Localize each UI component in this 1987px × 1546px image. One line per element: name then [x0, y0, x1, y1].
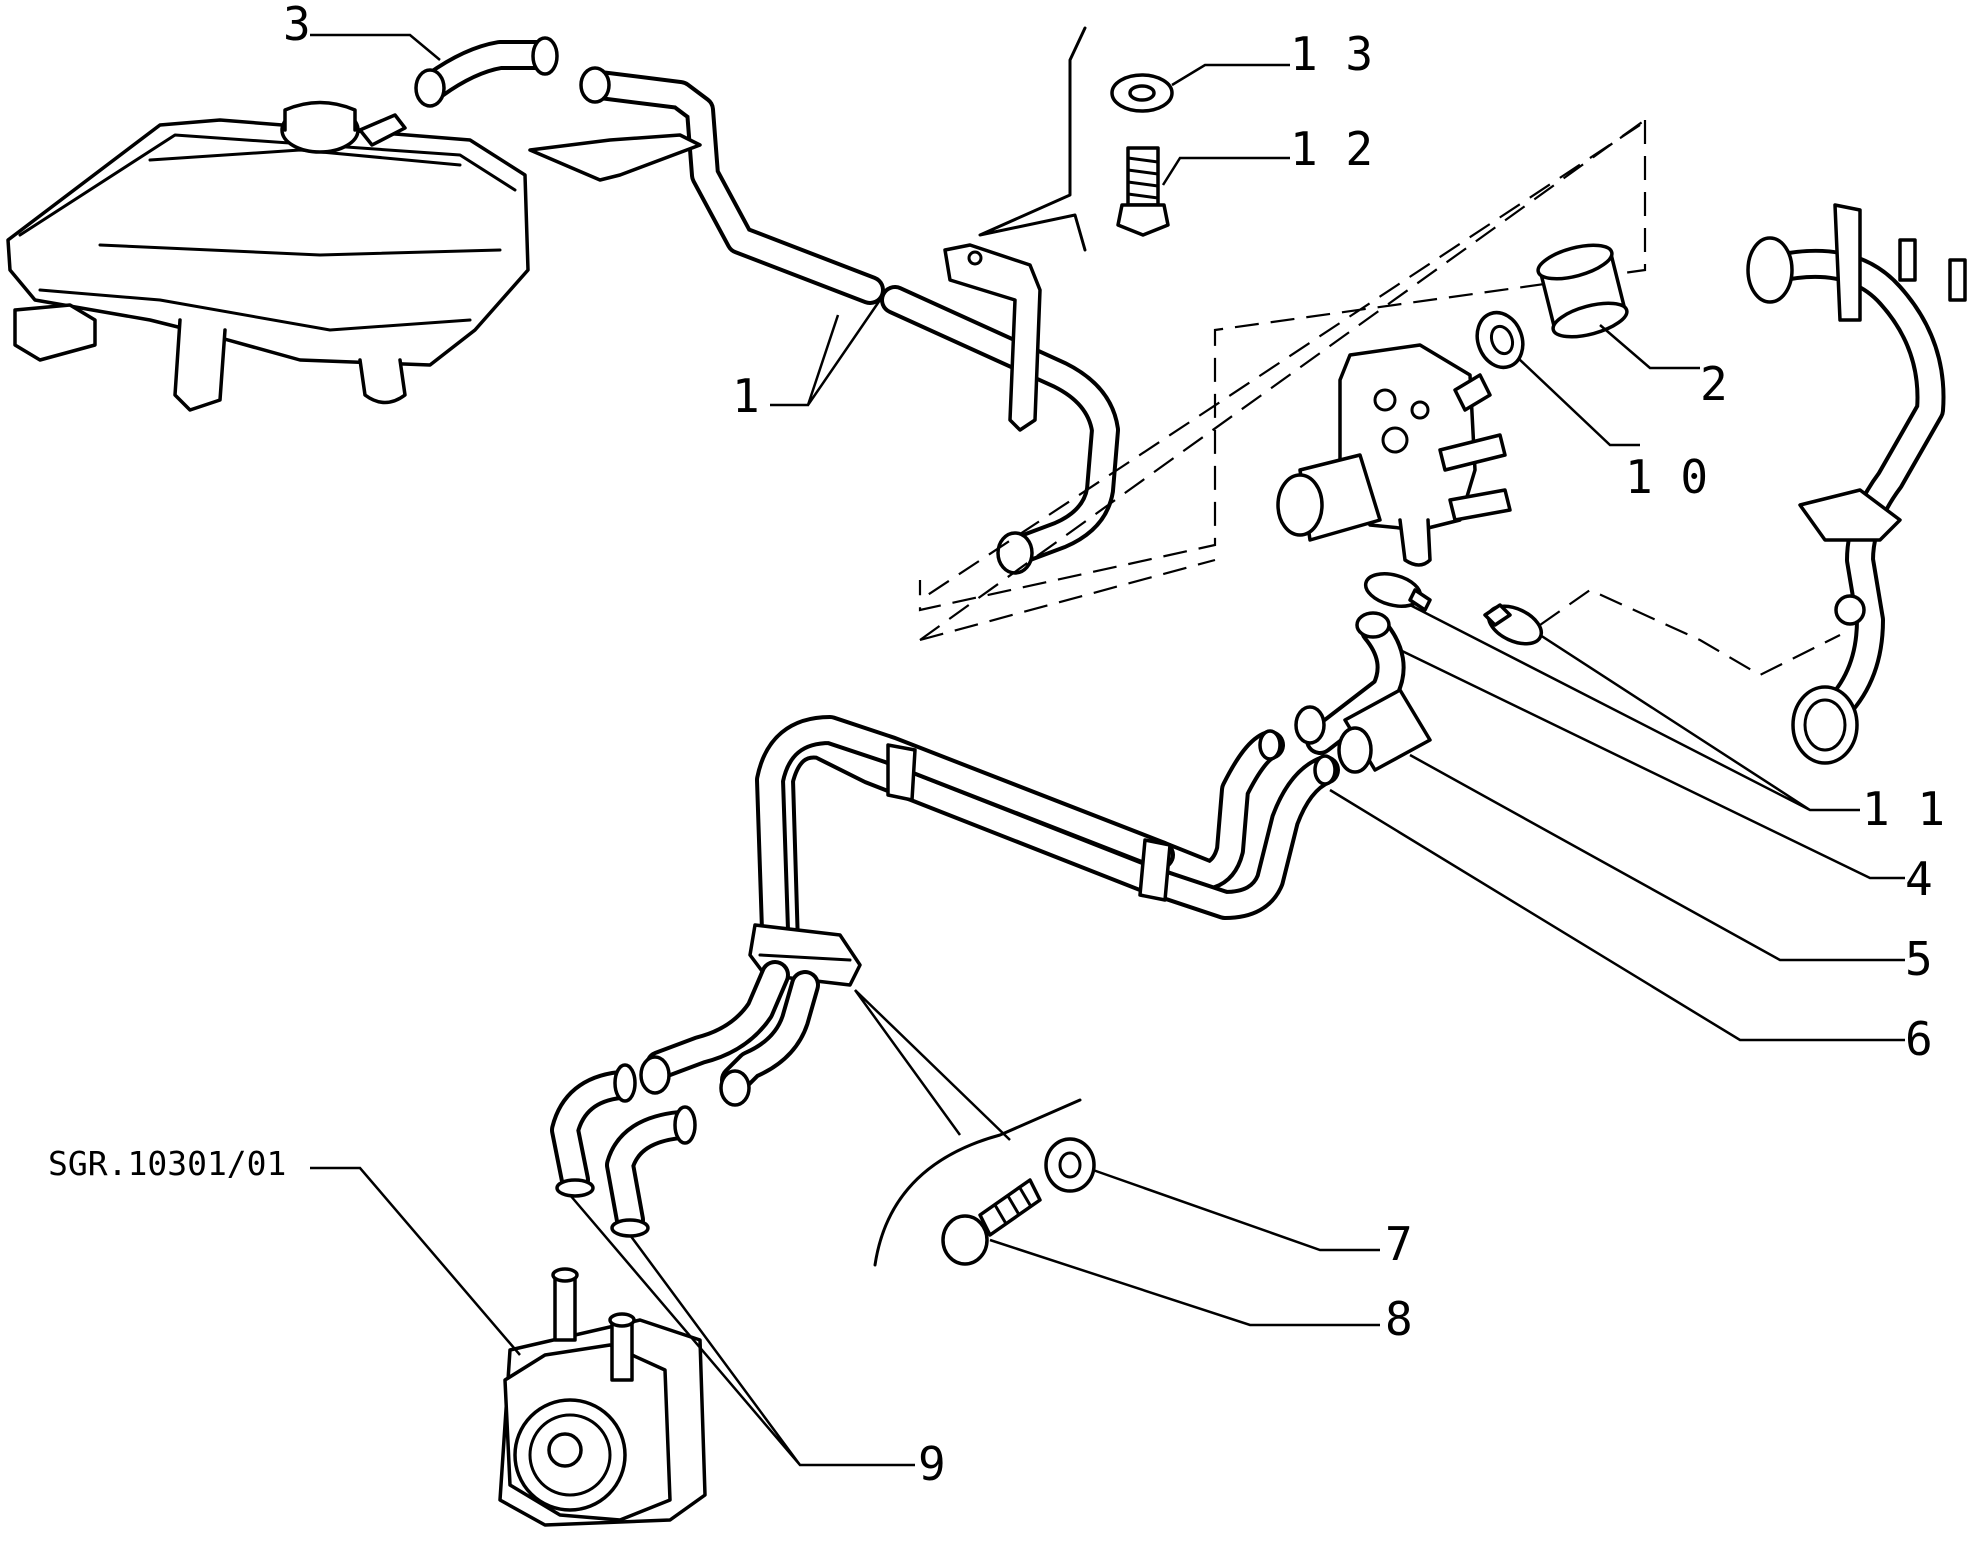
- drawing-reference: SGR.10301/01: [48, 1144, 286, 1183]
- hose-9b: [605, 1105, 697, 1238]
- expansion-tank: [6, 100, 530, 412]
- washer-13: [1110, 73, 1174, 113]
- callout-12: 1 2: [1290, 122, 1373, 176]
- clip-10: [1475, 310, 1525, 370]
- callout-1: 1: [732, 369, 760, 423]
- hose-4: [1294, 611, 1406, 755]
- hose-3: [414, 36, 559, 108]
- callout-10: 1 0: [1625, 450, 1708, 504]
- callout-3: 3: [283, 0, 311, 51]
- bolt-8: [941, 1178, 1042, 1266]
- sleeve-5: [1337, 688, 1432, 774]
- callout-9: 9: [918, 1437, 946, 1491]
- hose-9a: [550, 1063, 637, 1198]
- pipe-assembly-1: [528, 66, 1120, 575]
- callout-11: 1 1: [1862, 782, 1945, 836]
- mounting-arc: [873, 1098, 1082, 1267]
- group-enclosure: [918, 119, 1647, 641]
- pipe-run-6: [755, 715, 1340, 960]
- callout-8: 8: [1385, 1292, 1413, 1346]
- thermostat-housing: [1276, 343, 1512, 567]
- callout-2: 2: [1700, 357, 1728, 411]
- callout-5: 5: [1905, 932, 1933, 986]
- washer-7: [1044, 1137, 1096, 1193]
- oil-cooler: [498, 1267, 707, 1527]
- callout-6: 6: [1905, 1012, 1933, 1066]
- junction-clamp: [639, 923, 862, 1107]
- callout-13: 1 3: [1290, 27, 1373, 81]
- sleeve-2: [1536, 243, 1629, 339]
- leader-lines: [310, 33, 1905, 1467]
- bolt-12: [1116, 146, 1170, 237]
- callout-4: 4: [1905, 852, 1933, 906]
- clamp-11b: [1483, 603, 1544, 646]
- outlet-pipe: [1746, 203, 1967, 765]
- callout-7: 7: [1385, 1217, 1413, 1271]
- mounting-outline: [978, 26, 1087, 252]
- clamp-11a: [1363, 572, 1432, 612]
